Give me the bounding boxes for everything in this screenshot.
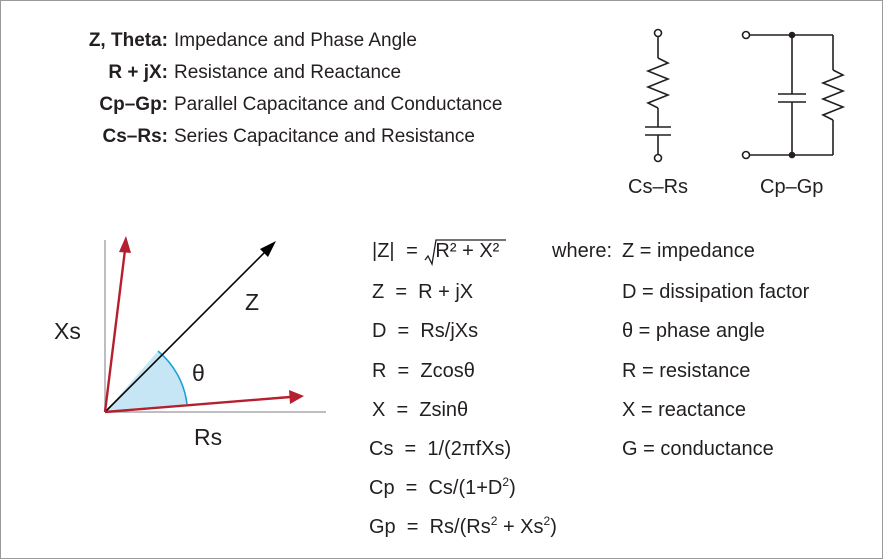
- reactance-arrowhead: [119, 236, 131, 253]
- sqrt-sign: [424, 239, 506, 267]
- mode-desc: Resistance and Reactance: [174, 62, 402, 83]
- formula-x: X = Zsinθ: [372, 399, 469, 421]
- formula-cp: Cp = Cs/(1+D2): [369, 475, 516, 499]
- formula-r: R = Zcosθ: [372, 360, 475, 382]
- parallel-circuit-label: Cp–Gp: [760, 176, 824, 198]
- impedance-arrowhead: [260, 241, 276, 257]
- vector-diagram: [103, 236, 326, 414]
- parallel-circuit: [741, 30, 846, 160]
- legend-item: G = conductance: [622, 438, 774, 460]
- formula-radicand: R² + X²: [435, 240, 500, 262]
- rs-label: Rs: [194, 424, 223, 450]
- series-circuit-label: Cs–Rs: [628, 176, 689, 198]
- mode-desc: Impedance and Phase Angle: [174, 30, 417, 51]
- z-vector-label: Z: [245, 289, 260, 315]
- legend-item: Z = impedance: [622, 240, 755, 262]
- legend-item: X = reactance: [622, 399, 746, 421]
- phase-angle-fill: [105, 351, 187, 412]
- xs-label: Xs: [54, 318, 81, 344]
- terminal-bottom: [741, 150, 751, 160]
- mode-desc: Series Capacitance and Resistance: [174, 126, 476, 147]
- mode-key: Cp–Gp:: [99, 94, 168, 115]
- terminal-bottom: [653, 153, 663, 163]
- formula-cs: Cs = 1/(2πfXs): [369, 438, 512, 460]
- reactance-vector: [103, 249, 127, 413]
- formula-lhs: |Z|: [372, 240, 395, 262]
- resistance-arrowhead: [289, 390, 304, 404]
- resistor-symbol: [645, 57, 671, 109]
- resistance-vector: [104, 395, 291, 414]
- terminal-top: [741, 30, 751, 40]
- mode-key: Z, Theta:: [88, 30, 168, 51]
- legend-item: D = dissipation factor: [622, 281, 810, 303]
- mode-desc: Parallel Capacitance and Conductance: [174, 94, 503, 115]
- legend-item: R = resistance: [622, 360, 751, 382]
- legend-where: where:: [552, 240, 613, 262]
- formula-equals: =: [406, 240, 418, 262]
- formula-gp: Gp = Rs/(Rs2 + Xs2): [369, 514, 557, 538]
- resistor-symbol: [820, 69, 846, 121]
- formula-magnitude: |Z| = R² + X²: [372, 240, 499, 263]
- terminal-top: [653, 28, 663, 38]
- series-circuit: [645, 28, 671, 163]
- legend-item: θ = phase angle: [622, 320, 765, 342]
- mode-key: R + jX:: [108, 62, 168, 83]
- theta-label: θ: [192, 360, 205, 386]
- formula-d: D = Rs/jXs: [372, 320, 479, 342]
- impedance-vector: [104, 246, 271, 413]
- junction-dot: [788, 151, 796, 159]
- mode-key: Cs–Rs:: [102, 126, 168, 147]
- formula-z: Z = R + jX: [372, 281, 474, 303]
